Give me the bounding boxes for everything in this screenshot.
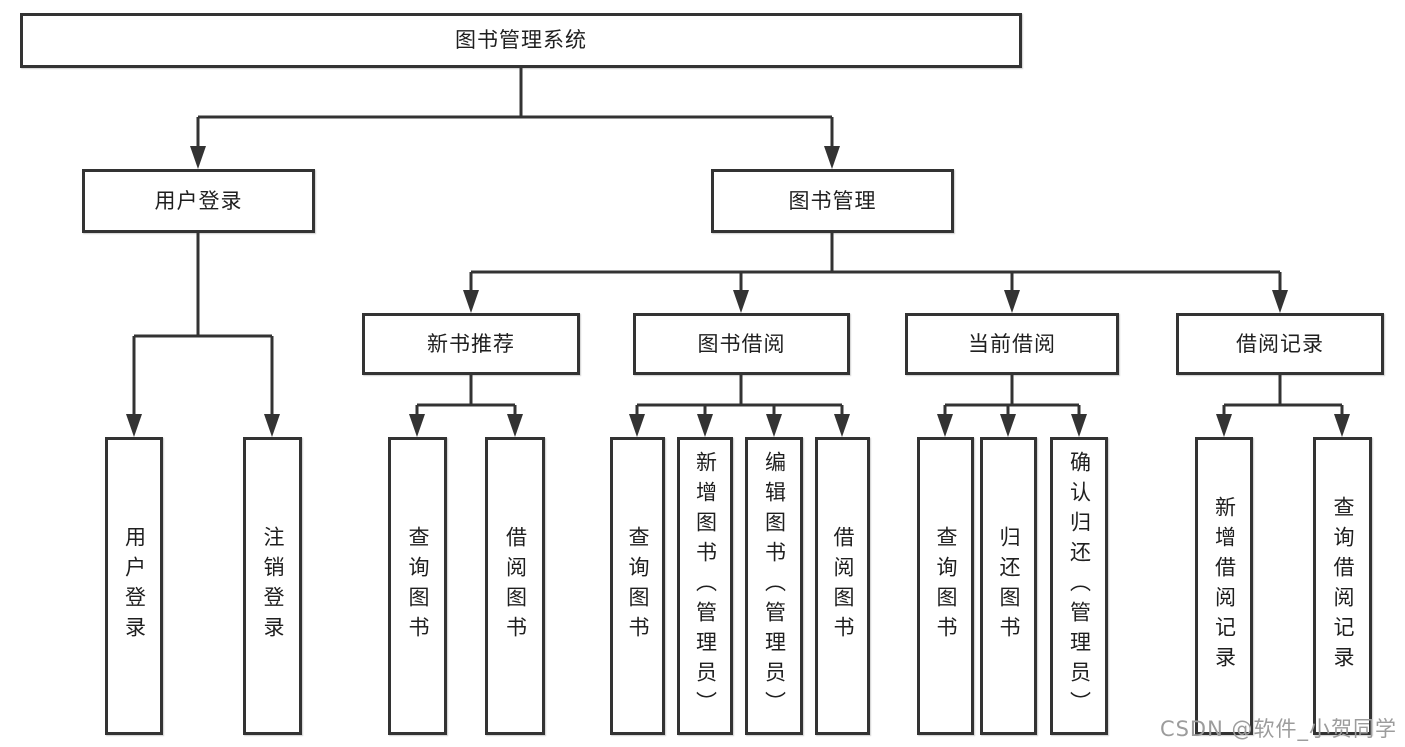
node-book-management: 图书管理	[711, 169, 954, 233]
leaf-current-query-books: 查询图书	[917, 437, 974, 735]
arrowheads	[126, 117, 1350, 437]
leaf-record-query-borrow-record: 查询借阅记录	[1313, 437, 1372, 735]
leaf-borrow-borrow-books: 借阅图书	[815, 437, 870, 735]
leaf-current-confirm-return-admin: 确认归还（管理员）	[1050, 437, 1108, 735]
node-user-login: 用户登录	[82, 169, 315, 233]
trunk-lines	[134, 68, 1342, 407]
leaf-borrow-add-books-admin: 新增图书（管理员）	[677, 437, 733, 735]
node-new-book-recommend: 新书推荐	[362, 313, 580, 375]
node-book-borrowing: 图书借阅	[633, 313, 850, 375]
leaf-recommend-borrow-books: 借阅图书	[485, 437, 545, 735]
leaf-borrow-query-books: 查询图书	[610, 437, 665, 735]
node-current-borrowing: 当前借阅	[905, 313, 1119, 375]
leaf-recommend-query-books: 查询图书	[388, 437, 447, 735]
node-library-management-system: 图书管理系统	[20, 13, 1022, 68]
leaf-record-add-borrow-record: 新增借阅记录	[1195, 437, 1253, 735]
leaf-borrow-edit-books-admin: 编辑图书（管理员）	[745, 437, 803, 735]
node-borrowing-records: 借阅记录	[1176, 313, 1384, 375]
leaf-user-login: 用户登录	[105, 437, 163, 735]
leaf-current-return-books: 归还图书	[980, 437, 1037, 735]
csdn-watermark: CSDN @软件_小贺同学	[1159, 717, 1397, 741]
leaf-logout: 注销登录	[243, 437, 302, 735]
